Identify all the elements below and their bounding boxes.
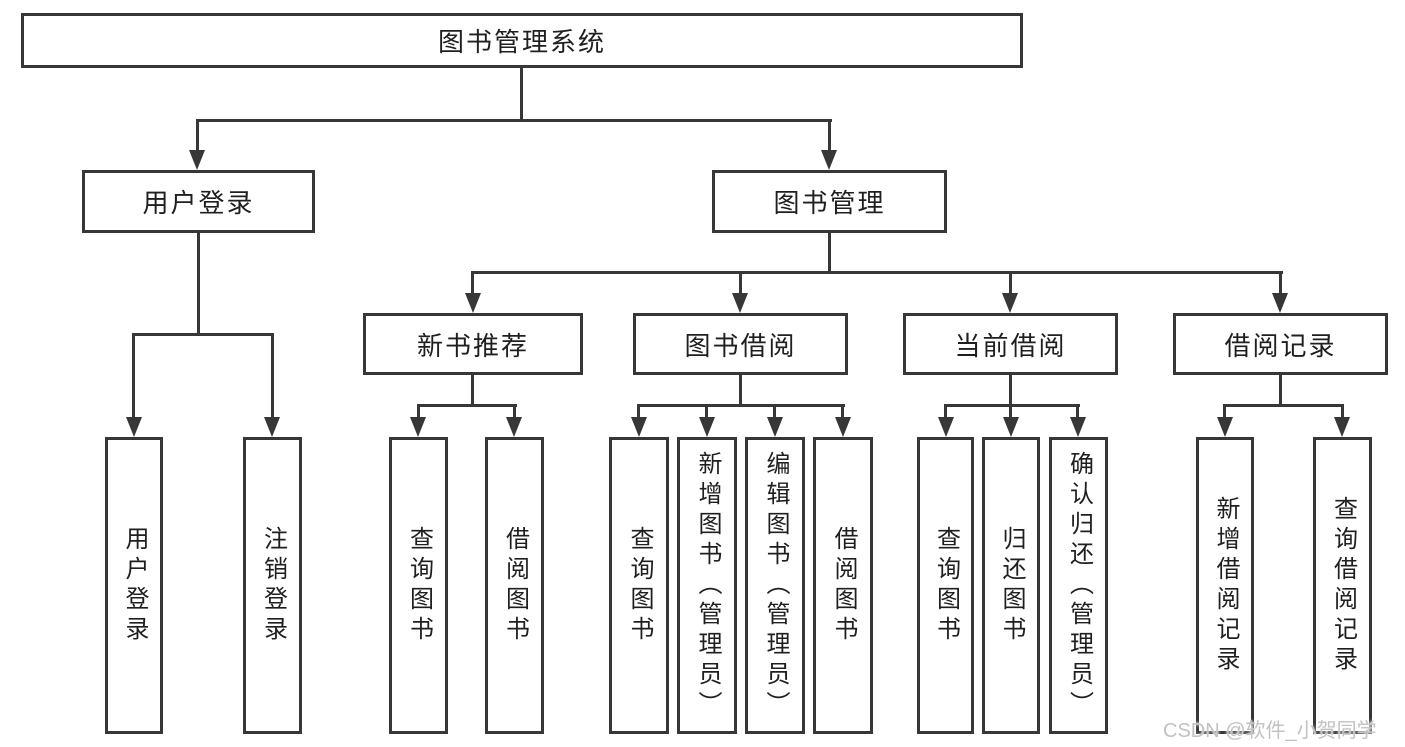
arrow-shaft [944, 404, 947, 419]
arrow-shaft [841, 404, 844, 419]
node-book-borrow: 图书借阅 [633, 313, 848, 375]
node-current-borrow: 当前借阅 [903, 313, 1118, 375]
connector-root-branch [196, 119, 832, 122]
leaf-borrow-books: 借阅图书 [813, 437, 873, 734]
connector-book-mgmt-trunk [828, 233, 831, 274]
leaf-add-borrow-record-label: 新增借阅记录 [1212, 495, 1239, 676]
arrow-shaft [773, 404, 776, 419]
arrow-head [767, 417, 783, 437]
arrow-shaft [705, 404, 708, 419]
arrow-shaft [1009, 271, 1012, 295]
arrow-head [1272, 293, 1288, 313]
csdn-watermark: CSDN @软件_小贺同学 [1163, 720, 1377, 742]
leaf-add-books-admin: 新增图书（管理员） [677, 437, 737, 734]
leaf-query-borrow-record: 查询借阅记录 [1313, 437, 1372, 734]
leaf-query-books-borrow: 查询图书 [609, 437, 669, 734]
leaf-query-borrow-record-label: 查询借阅记录 [1329, 495, 1357, 676]
leaf-borrow-books-label: 借阅图书 [830, 525, 857, 646]
connector-user-login-trunk [197, 233, 200, 336]
leaf-query-books-recommend: 查询图书 [389, 437, 448, 734]
connector-book-mgmt-branch [471, 271, 1283, 274]
arrow-shaft [196, 119, 199, 152]
leaf-edit-books-admin: 编辑图书（管理员） [745, 437, 805, 734]
arrow-shaft [1341, 404, 1344, 419]
arrow-head [506, 417, 522, 437]
arrow-shaft [513, 404, 516, 419]
arrow-head [264, 417, 280, 437]
node-borrow-records: 借阅记录 [1173, 313, 1388, 375]
leaf-query-books-recommend-label: 查询图书 [405, 525, 433, 646]
arrow-head [1003, 417, 1019, 437]
connector-new-book-branch [417, 404, 517, 407]
leaf-borrow-books-recommend: 借阅图书 [485, 437, 544, 734]
connector-new-book-trunk [471, 375, 474, 406]
node-book-management: 图书管理 [712, 170, 947, 233]
node-library-system: 图书管理系统 [21, 13, 1023, 68]
leaf-borrow-books-recommend-label: 借阅图书 [501, 525, 529, 646]
leaf-query-books-borrow-label: 查询图书 [626, 525, 653, 646]
arrow-head [189, 150, 205, 170]
connector-borrow-records-trunk [1279, 375, 1282, 406]
arrow-head [938, 417, 954, 437]
leaf-logout: 注销登录 [243, 437, 302, 734]
node-new-book-recommend: 新书推荐 [363, 313, 583, 375]
arrow-head [410, 417, 426, 437]
arrow-shaft [417, 404, 420, 419]
arrow-shaft [739, 271, 742, 295]
arrow-shaft [271, 333, 274, 419]
leaf-add-books-admin-label: 新增图书（管理员） [694, 450, 721, 721]
arrow-shaft [637, 404, 640, 419]
arrow-shaft [1279, 271, 1282, 295]
connector-current-borrow-trunk [1009, 375, 1012, 406]
arrow-head [1070, 417, 1086, 437]
arrow-head [631, 417, 647, 437]
arrow-head [732, 293, 748, 313]
connector-root-trunk [520, 68, 523, 122]
leaf-user-login: 用户登录 [105, 437, 163, 734]
arrow-head [821, 150, 837, 170]
connector-current-borrow-branch [944, 404, 1080, 407]
arrow-shaft [1223, 404, 1226, 419]
arrow-shaft [828, 119, 831, 152]
arrow-head [835, 417, 851, 437]
arrow-shaft [1009, 404, 1012, 419]
arrow-shaft [132, 333, 135, 419]
leaf-query-books-current: 查询图书 [917, 437, 974, 734]
arrow-shaft [1076, 404, 1079, 419]
connector-borrow-records-branch [1223, 404, 1344, 407]
arrow-head [465, 293, 481, 313]
connector-book-borrow-branch [637, 404, 845, 407]
connector-user-login-branch [132, 333, 274, 336]
leaf-add-borrow-record: 新增借阅记录 [1196, 437, 1254, 734]
leaf-confirm-return-admin-label: 确认归还（管理员） [1065, 450, 1093, 721]
connector-book-borrow-trunk [739, 375, 742, 406]
leaf-return-books-label: 归还图书 [998, 525, 1025, 646]
arrow-shaft [471, 271, 474, 295]
leaf-return-books: 归还图书 [982, 437, 1040, 734]
node-user-login: 用户登录 [82, 170, 315, 233]
arrow-head [126, 417, 142, 437]
leaf-logout-label: 注销登录 [259, 525, 287, 646]
arrow-head [1002, 293, 1018, 313]
arrow-head [1217, 417, 1233, 437]
arrow-head [699, 417, 715, 437]
arrow-head [1334, 417, 1350, 437]
leaf-query-books-current-label: 查询图书 [932, 525, 960, 646]
leaf-edit-books-admin-label: 编辑图书（管理员） [762, 450, 789, 721]
leaf-confirm-return-admin: 确认归还（管理员） [1049, 437, 1108, 734]
leaf-user-login-label: 用户登录 [121, 525, 148, 646]
